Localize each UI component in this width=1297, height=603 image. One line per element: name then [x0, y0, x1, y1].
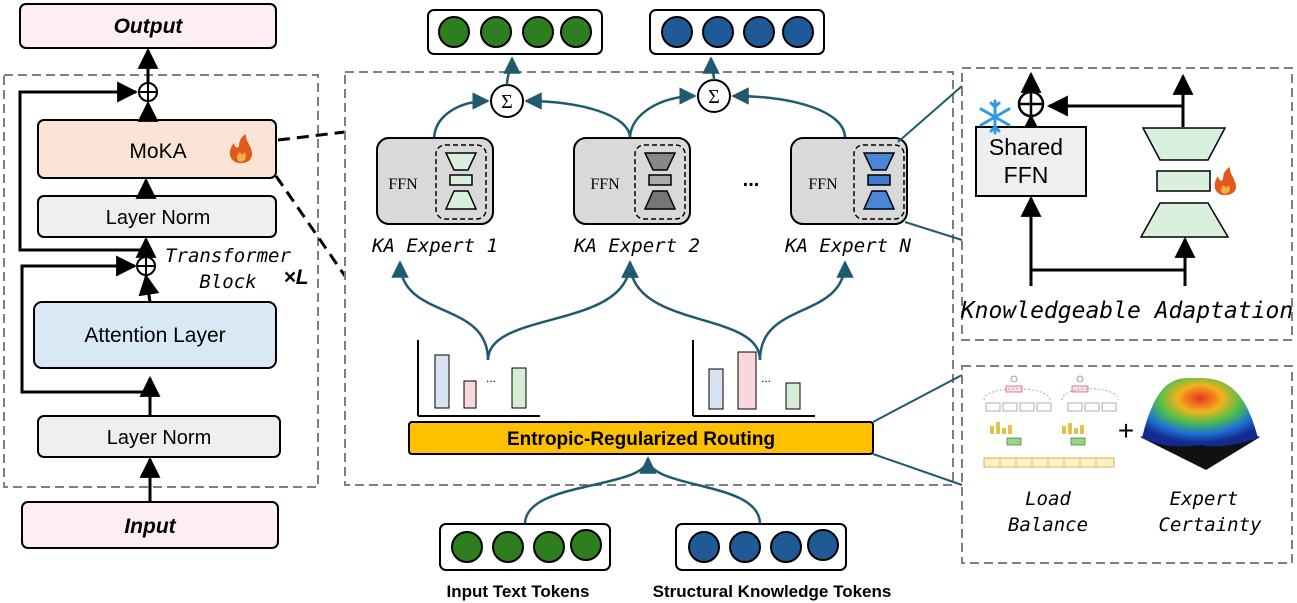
expert-flow-curves	[391, 56, 854, 525]
expert-1-ffn-label: FFN	[388, 176, 418, 193]
loss-dashed-frame	[961, 365, 1293, 564]
expert-2-label: KA Expert 2	[573, 235, 700, 257]
routing-bar	[408, 421, 874, 455]
transformer-dashed-frame	[3, 74, 319, 488]
loss-plus-sign: +	[1118, 415, 1134, 446]
layer-norm-top-label: Layer Norm	[106, 207, 210, 229]
ka-expert-1: FFN	[376, 137, 494, 225]
expert-certainty-line2: Certainty	[1159, 514, 1263, 536]
shared-ffn-box	[975, 126, 1087, 197]
output-label: Output	[114, 15, 184, 38]
moka-dashed-frame	[344, 71, 954, 486]
loss-panel: + Load Balance Expert Certainty	[961, 365, 1293, 564]
svg-text:Σ: Σ	[708, 86, 720, 108]
structural-knowledge-tokens-label: Structural Knowledge Tokens	[653, 582, 892, 601]
expert-2-ffn-label: FFN	[590, 176, 620, 193]
sum-node-right: Σ	[697, 79, 731, 113]
ka-expert-2: FFN	[573, 137, 691, 225]
add-node-adaptation	[1017, 90, 1045, 118]
snowflake-icon	[979, 99, 1011, 135]
adaptation-panel: Shared FFN Knowledgeable Adaptation	[960, 67, 1293, 341]
adaptation-arrows	[1020, 73, 1196, 286]
routing-label: Entropic-Regularized Routing	[507, 429, 775, 450]
sum-node-left: Σ	[490, 84, 524, 118]
adaptation-dashed-frame	[961, 67, 1293, 341]
svg-text:Σ: Σ	[501, 91, 513, 113]
layer-norm-top-box	[37, 195, 277, 238]
load-balance-line2: Balance	[1008, 514, 1088, 536]
transformer-label-line2: Block	[199, 271, 257, 293]
structural-knowledge-tokens	[675, 523, 847, 571]
svg-text:...: ...	[486, 371, 496, 385]
add-node-top	[138, 82, 158, 102]
shared-ffn-line1: Shared	[989, 134, 1063, 160]
ka-expert-n: FFN	[790, 137, 908, 225]
svg-text:...: ...	[761, 371, 771, 385]
attention-layer-label: Attention Layer	[84, 324, 225, 347]
expert-n-label: KA Expert N	[784, 235, 911, 257]
zoom-connectors	[274, 130, 347, 277]
input-text-tokens	[439, 523, 611, 571]
transformer-arrows	[18, 47, 161, 502]
expert-1-label: KA Expert 1	[371, 235, 498, 257]
experts-ellipsis: ...	[743, 169, 760, 191]
add-node-bottom	[136, 256, 156, 276]
transformer-label-line1: Transformer	[165, 245, 291, 267]
output-blue-tokens	[649, 9, 825, 55]
output-green-tokens	[427, 9, 603, 55]
fire-icon	[229, 134, 252, 164]
adapter-module	[1139, 127, 1230, 238]
expert-certainty-surface	[1140, 377, 1260, 470]
moka-label: MoKA	[129, 140, 186, 163]
expert-certainty-line1: Expert	[1170, 488, 1239, 510]
layer-norm-bottom-label: Layer Norm	[107, 427, 211, 449]
routing-histogram-left: ...	[417, 340, 540, 417]
detail-connectors	[872, 85, 963, 486]
repeat-l-label: ×L	[283, 266, 308, 289]
load-balance-figure	[983, 375, 1119, 468]
attention-layer-box	[33, 301, 277, 369]
load-balance-line1: Load	[1025, 488, 1071, 510]
adaptation-title: Knowledgeable Adaptation	[960, 298, 1293, 324]
input-label: Input	[124, 515, 176, 538]
shared-ffn-line2: FFN	[1004, 162, 1049, 188]
routing-histogram-right: ...	[692, 340, 815, 417]
expert-n-ffn-label: FFN	[808, 176, 838, 193]
moka-panel: Σ Σ FFN	[344, 9, 954, 525]
transformer-panel: Output MoKA Layer Norm Attention Layer L…	[3, 3, 319, 549]
adapter-fire-icon	[1214, 167, 1236, 196]
input-text-tokens-label: Input Text Tokens	[447, 582, 590, 601]
